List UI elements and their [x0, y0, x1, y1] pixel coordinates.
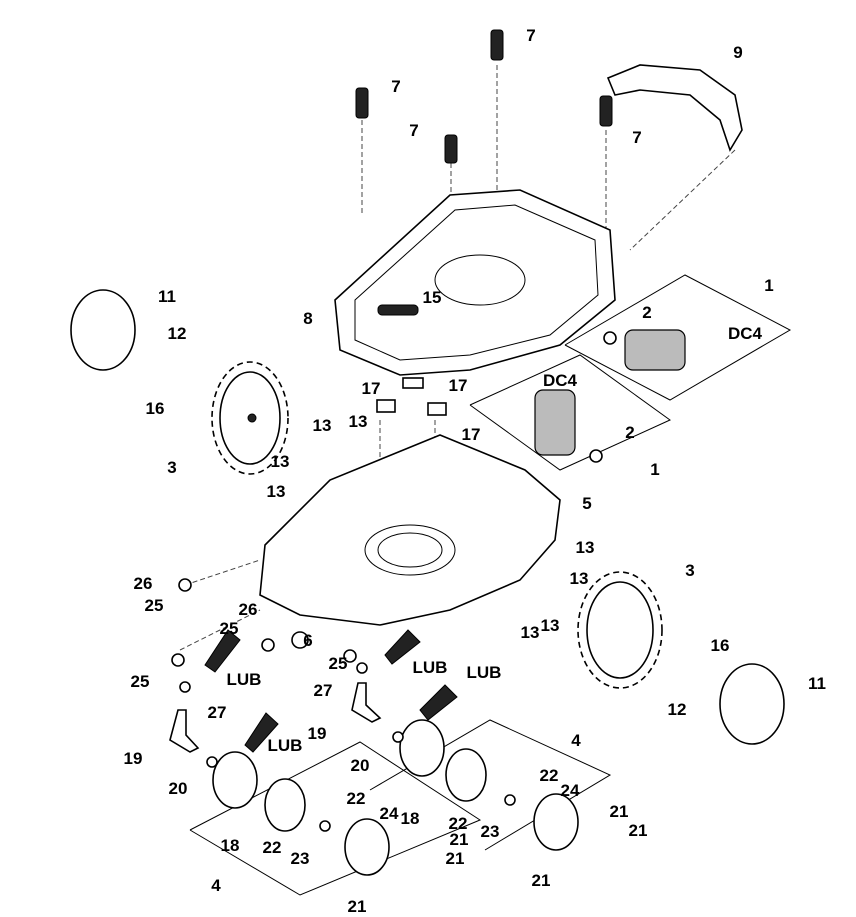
lube-tubes: [204, 629, 458, 753]
callout-label: 11: [808, 674, 826, 693]
callout-label: DC4: [728, 324, 763, 343]
callout-label: 9: [733, 43, 742, 62]
handle-part-9: [606, 64, 743, 152]
pins-7: [355, 29, 613, 164]
callout-label: 21: [348, 897, 367, 916]
callout-label: 21: [610, 802, 629, 821]
callout-label: 13: [541, 616, 560, 635]
callout-label: 18: [401, 809, 420, 828]
callout-label: LUB: [268, 736, 303, 755]
callout-label: 1: [650, 460, 659, 479]
callout-label: 2: [625, 423, 634, 442]
callout-label: 13: [313, 416, 332, 435]
drive-wheel-right: [577, 571, 663, 689]
drive-wheel-left: [211, 361, 289, 475]
callout-label: 24: [561, 781, 580, 800]
callout-label: 19: [308, 724, 327, 743]
callout-label: 3: [167, 458, 176, 477]
hub-cap-right: [719, 663, 785, 745]
callout-label: 25: [131, 672, 150, 691]
callout-label: 22: [449, 814, 468, 833]
callout-label: 23: [291, 849, 310, 868]
callout-label: 21: [532, 871, 551, 890]
top-cover-frame: [334, 189, 616, 376]
callout-label: 17: [449, 376, 468, 395]
callout-label: LUB: [227, 670, 262, 689]
motor-units: [534, 329, 686, 463]
callout-label: 15: [423, 288, 442, 307]
callout-label: 21: [629, 821, 648, 840]
callout-label: 13: [576, 538, 595, 557]
callout-label: 20: [169, 779, 188, 798]
callout-label: 21: [446, 849, 465, 868]
pads-17: [376, 377, 447, 416]
callout-label: 1: [764, 276, 773, 295]
callout-label: 8: [303, 309, 312, 328]
callout-label: 25: [145, 596, 164, 615]
callout-label: 4: [571, 731, 581, 750]
callout-label: 4: [211, 876, 221, 895]
callout-label: 7: [526, 26, 535, 45]
callout-label: 23: [481, 822, 500, 841]
callout-label: 7: [391, 77, 400, 96]
callout-label: 19: [124, 749, 143, 768]
callout-label: 18: [221, 836, 240, 855]
callout-label: 12: [668, 700, 687, 719]
callout-label: 24: [380, 804, 399, 823]
callout-label: 22: [540, 766, 559, 785]
callout-label: 17: [462, 425, 481, 444]
callout-label: 16: [146, 399, 165, 418]
callout-label: 5: [582, 494, 591, 513]
callout-label: LUB: [413, 658, 448, 677]
callout-label: 17: [362, 379, 381, 398]
callout-label: 27: [314, 681, 333, 700]
callout-label: 27: [208, 703, 227, 722]
chassis-part-5: [259, 434, 561, 626]
callout-label: 7: [409, 121, 418, 140]
callout-label: 13: [521, 623, 540, 642]
hub-cap-left: [70, 289, 136, 371]
callout-label: 21: [450, 830, 469, 849]
callout-label: LUB: [467, 663, 502, 682]
callout-label: 3: [685, 561, 694, 580]
callout-label: 25: [329, 654, 348, 673]
callout-label: 2: [642, 303, 651, 322]
callout-label: 11: [158, 287, 176, 306]
callout-label: 6: [303, 631, 312, 650]
callout-label: 20: [351, 756, 370, 775]
callout-label: 7: [632, 128, 641, 147]
front-wheel-assembly-right: [392, 719, 579, 851]
callout-label: 16: [711, 636, 730, 655]
part-15: [377, 304, 419, 316]
callout-label: 12: [168, 324, 187, 343]
washers: [171, 578, 368, 693]
callout-label: 25: [220, 619, 239, 638]
callout-label: DC4: [543, 371, 578, 390]
caster-forks: [169, 682, 382, 753]
callout-label: 13: [267, 482, 286, 501]
callout-label: 26: [134, 574, 153, 593]
callout-label: 26: [239, 600, 258, 619]
callout-label: 22: [347, 789, 366, 808]
callout-label: 22: [263, 838, 282, 857]
callout-label: 13: [349, 412, 368, 431]
callout-label: 13: [570, 569, 589, 588]
front-wheel-assembly-left: [206, 751, 390, 876]
callout-label: 13: [271, 452, 290, 471]
